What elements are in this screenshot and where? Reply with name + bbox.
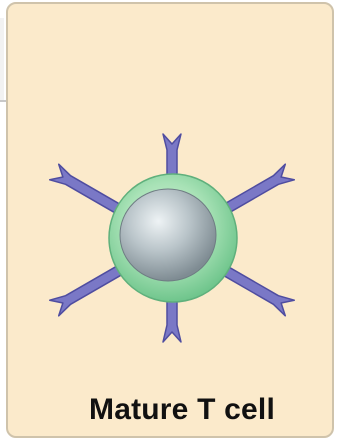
- receptor-lower-left: [50, 261, 127, 316]
- cell-caption: Mature T cell: [0, 393, 344, 427]
- cell-nucleus: [120, 189, 216, 281]
